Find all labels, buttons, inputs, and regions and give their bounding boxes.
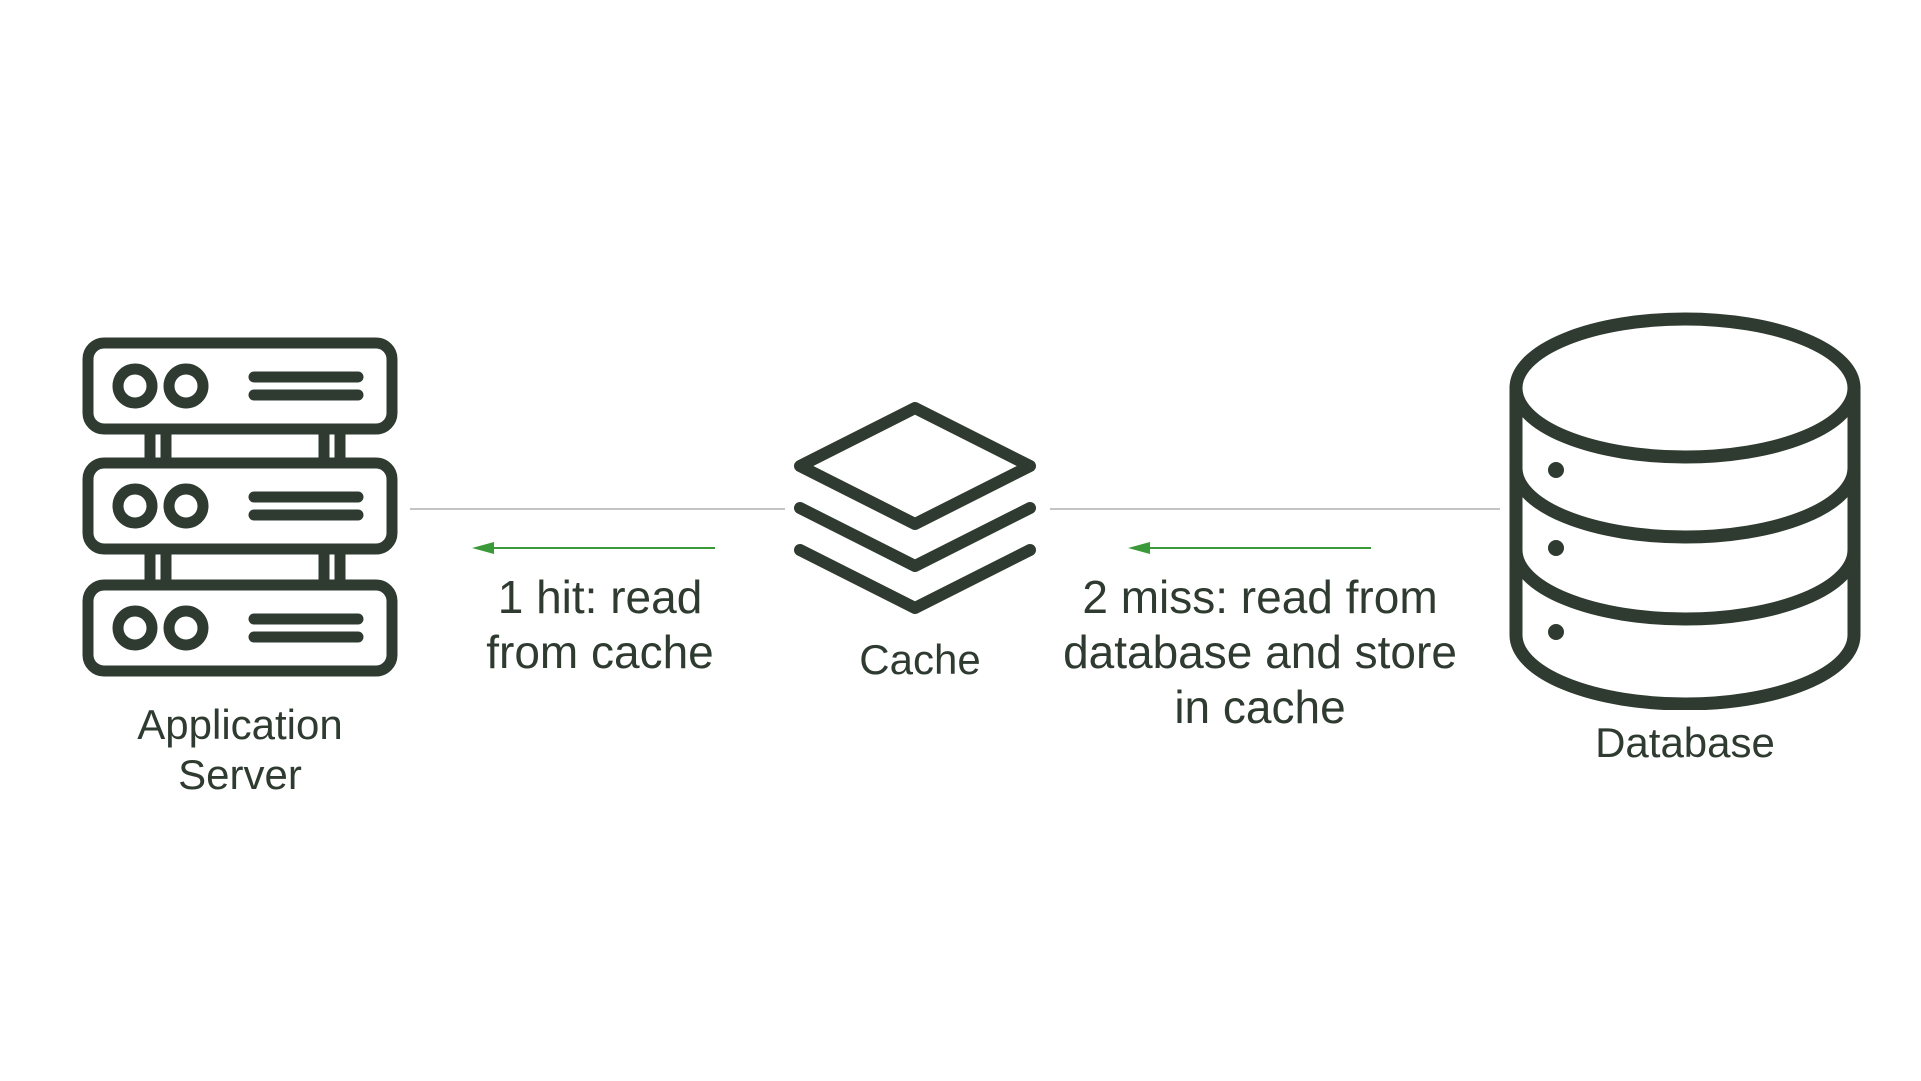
miss-arrow-icon [1128, 542, 1371, 554]
database-cylinder-icon [1509, 312, 1861, 710]
hit-arrow-icon [472, 542, 715, 554]
database-label: Database [1595, 719, 1775, 766]
connector-line-server-cache [410, 508, 785, 510]
server-rack-icon [82, 337, 398, 677]
miss-edge-label: 2 miss: read from database and store in … [1063, 571, 1457, 734]
app-server-label: Application Server [137, 701, 343, 799]
hit-edge-label: 1 hit: read from cache [486, 571, 714, 679]
connector-line-cache-database [1050, 508, 1500, 510]
stacked-layers-icon [794, 402, 1036, 614]
cache-label: Cache [859, 636, 981, 683]
